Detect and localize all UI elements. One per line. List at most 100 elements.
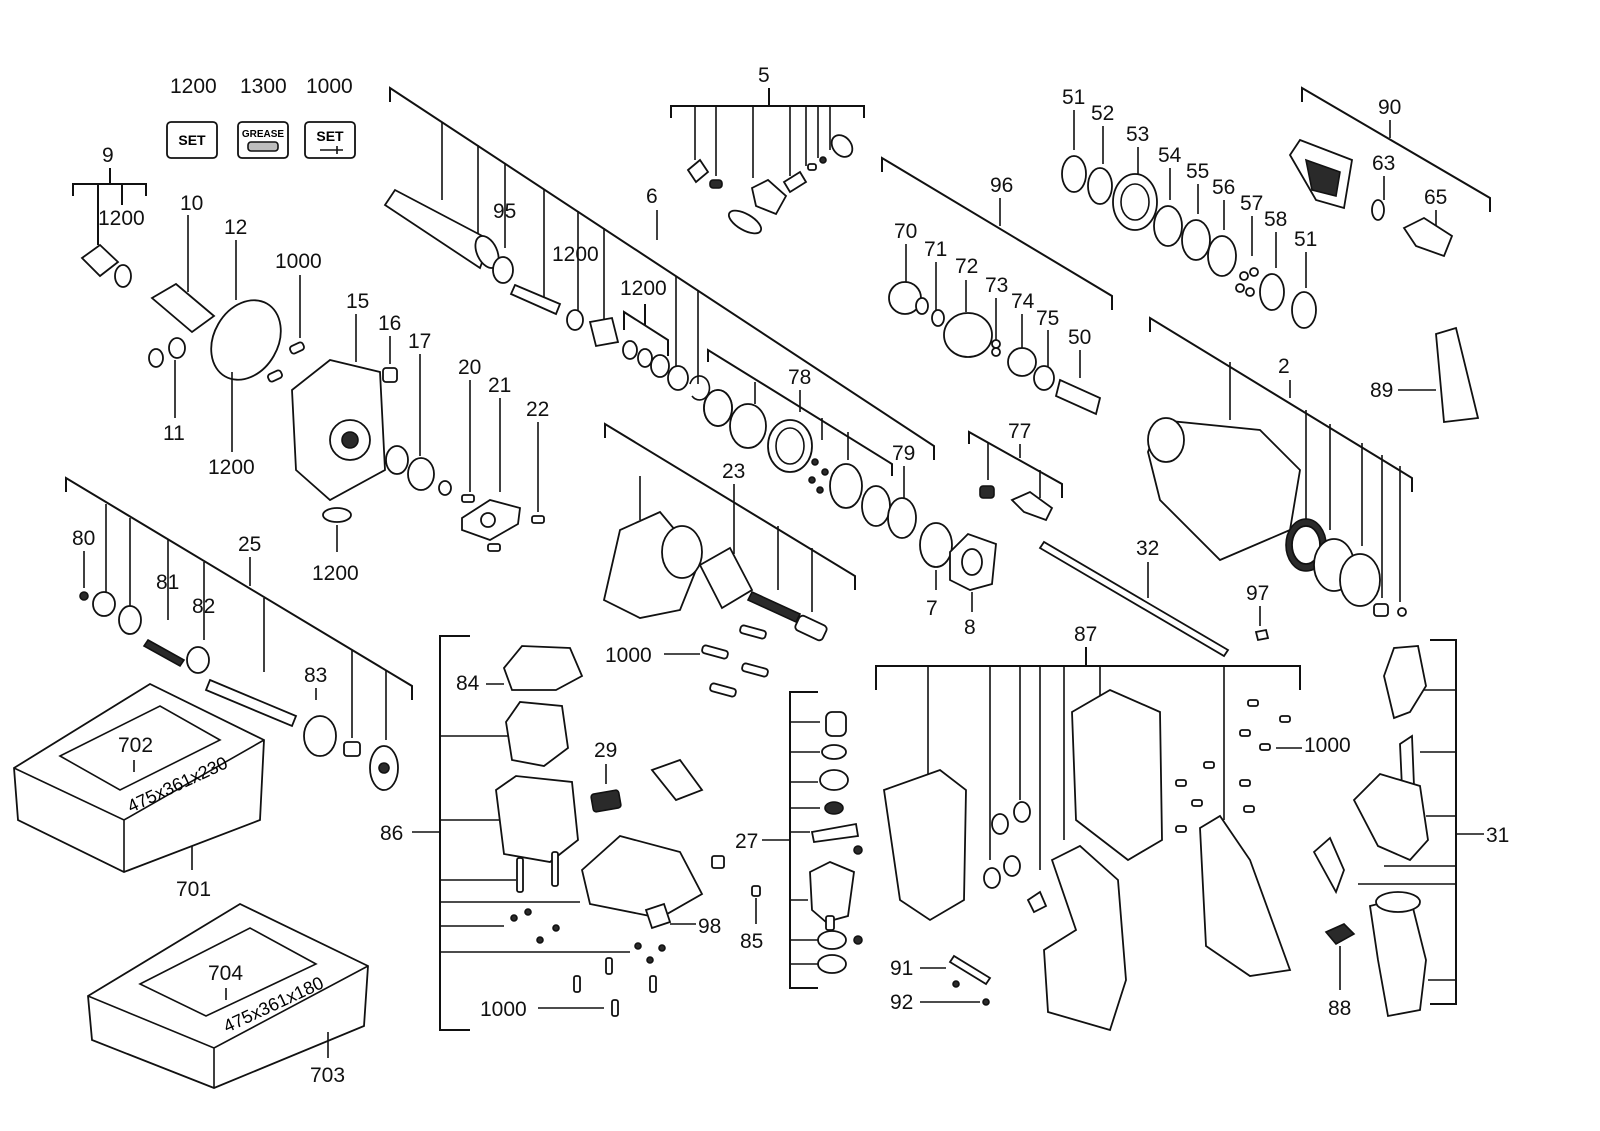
callout-1200-c: 1200 (312, 562, 359, 585)
part-83-bushing (343, 741, 361, 757)
callout-65: 65 (1424, 186, 1447, 209)
callout-1200-e: 1200 (620, 277, 667, 300)
group-96: 96 70 71 72 73 74 75 50 (881, 156, 1113, 416)
group-31: 31 88 (1312, 639, 1509, 1020)
part-51-ring-a (1061, 155, 1087, 193)
part-1000-screw-b (267, 369, 283, 383)
callout-16: 16 (378, 312, 401, 335)
part-54-ring (1153, 205, 1183, 247)
part-84-cover (502, 645, 584, 691)
callout-85: 85 (740, 930, 763, 953)
callout-31: 31 (1486, 824, 1509, 847)
part-78-sleeve (829, 463, 863, 509)
group-20-22: 20 21 22 (458, 356, 549, 552)
callout-58: 58 (1264, 208, 1287, 231)
part-9-adapter (80, 243, 120, 278)
set-symbol-icon (166, 121, 218, 159)
part-87-grip (1043, 844, 1127, 1032)
part-87-housing-left (883, 768, 967, 922)
part-81-spring (142, 638, 186, 668)
case-701: 475x361x230 702 701 (13, 682, 265, 901)
callout-57: 57 (1240, 192, 1263, 215)
screw-icon (320, 146, 343, 154)
callout-73: 73 (985, 274, 1008, 297)
part-80-gear (92, 591, 116, 617)
callout-1000-e: 1000 (480, 998, 527, 1021)
callout-25: 25 (238, 533, 261, 556)
part-50-shaft (1054, 378, 1102, 416)
part-6-striker (509, 283, 562, 316)
part-65-adapter (1402, 216, 1454, 258)
part-80-ring (118, 605, 142, 635)
legend-grease-1300: 1300 GREASE (237, 75, 289, 159)
callout-7: 7 (926, 597, 938, 620)
callout-1000-c: 1000 (605, 644, 652, 667)
part-31-lever (1312, 836, 1345, 895)
callout-17: 17 (408, 330, 431, 353)
part-32: 32 (1038, 537, 1230, 658)
part-11-ring (148, 348, 164, 368)
part-86-stator (505, 701, 569, 767)
callout-23: 23 (722, 460, 745, 483)
part-89: 89 (1370, 326, 1480, 424)
part-29-brush (590, 789, 622, 813)
part-74 (1007, 347, 1037, 377)
part-31-clamp-band (1383, 645, 1427, 720)
callout-72: 72 (955, 255, 978, 278)
case-small-body (87, 902, 369, 1089)
group-15-gearbox: 1000 15 16 17 1200 (267, 250, 452, 585)
callout-15: 15 (346, 290, 369, 313)
part-82-clutch (186, 646, 210, 674)
set-symbol-label: SET (178, 132, 206, 148)
group-23-motor: 23 (602, 422, 856, 642)
callout-6: 6 (646, 185, 658, 208)
callout-54: 54 (1158, 144, 1182, 167)
callout-1000-top: 1000 (306, 75, 353, 98)
part-77-lever (1010, 490, 1054, 522)
group-86: 86 84 29 98 1000 (380, 635, 725, 1031)
part-77-spring (979, 485, 995, 499)
callout-703: 703 (310, 1064, 345, 1087)
legend-set-1000: 1000 SET (304, 75, 356, 159)
callout-55: 55 (1186, 160, 1209, 183)
part-97-clip (1254, 628, 1270, 642)
part-52-ring (1087, 167, 1113, 205)
part-83-gear (303, 715, 337, 757)
callout-702: 702 (118, 734, 153, 757)
part-1000-screw-a (289, 341, 305, 355)
callout-81: 81 (156, 571, 179, 594)
callout-56: 56 (1212, 176, 1235, 199)
part-75 (1033, 365, 1055, 391)
callout-1000-d: 1000 (1304, 734, 1351, 757)
part-55-ring (1181, 219, 1211, 261)
callout-70: 70 (894, 220, 917, 243)
part-1200-oring-c (322, 507, 352, 523)
part-86-electronics (581, 835, 704, 919)
group-5: 5 (670, 64, 865, 235)
callout-12: 12 (224, 216, 247, 239)
part-16-bushing (382, 367, 398, 383)
group-10-12: 10 12 11 1200 (148, 192, 282, 479)
callout-53: 53 (1126, 123, 1149, 146)
group-9: 9 1200 (72, 144, 147, 288)
part-1200-oring-d (566, 309, 584, 331)
group-78-79: 78 79 (703, 348, 917, 539)
callout-1300: 1300 (240, 75, 287, 98)
callout-92: 92 (890, 991, 913, 1014)
group-25: 25 80 81 82 83 (65, 476, 413, 791)
callout-82: 82 (192, 595, 215, 618)
callout-11: 11 (163, 422, 185, 445)
callout-86: 86 (380, 822, 403, 845)
callout-63: 63 (1372, 152, 1395, 175)
part-79-ring-a (861, 485, 891, 527)
part-31-handle-grip (1368, 894, 1427, 1018)
callout-704: 704 (208, 962, 243, 985)
callout-98: 98 (698, 915, 721, 938)
set-screw-symbol-icon (304, 121, 356, 159)
callout-1200-d: 1200 (552, 243, 599, 266)
part-6-spindle-tube (383, 188, 492, 270)
callout-97: 97 (1246, 582, 1269, 605)
callout-9: 9 (102, 144, 114, 167)
grease-tube-icon (247, 141, 279, 152)
part-5-clip (686, 158, 710, 184)
